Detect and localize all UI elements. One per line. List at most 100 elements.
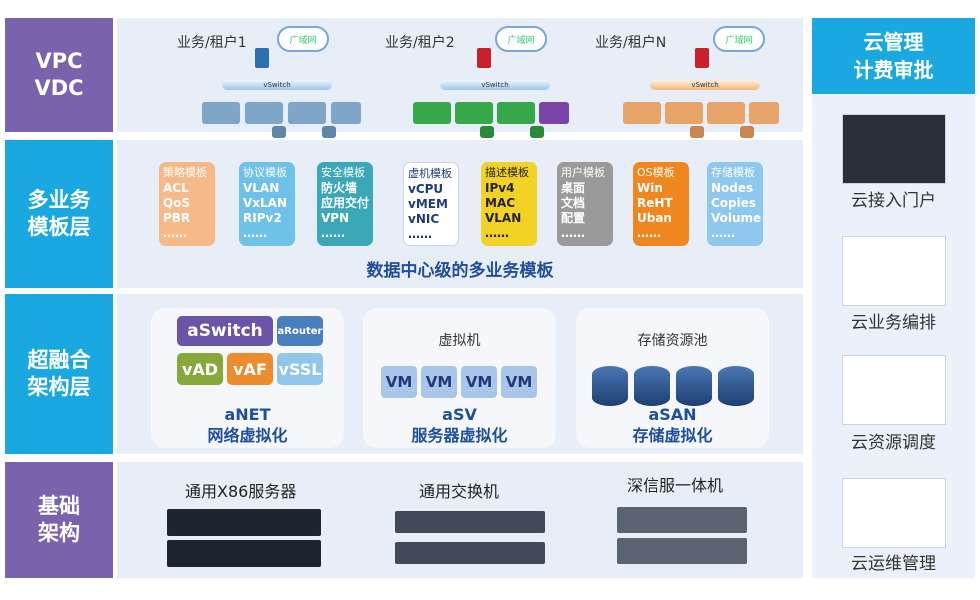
template-title: 描述模板	[485, 166, 529, 179]
vm-icon	[413, 102, 451, 124]
asan-title: 存储资源池	[637, 333, 708, 349]
vssl-button[interactable]: vSSL	[277, 353, 323, 385]
anet-name: aNET	[224, 405, 271, 424]
switch-label: 通用交换机	[419, 482, 500, 501]
tenant-title: 业务/租户1	[177, 35, 247, 51]
panel-item-orchestration[interactable]: 云业务编排	[851, 313, 936, 333]
template-item: MAC	[485, 196, 516, 210]
template-item: ReHT	[637, 196, 673, 210]
router-icon	[477, 48, 491, 68]
template-item: 防火墙	[321, 181, 358, 195]
tenant-title: 业务/租户N	[595, 35, 667, 51]
template-title: OS模板	[637, 166, 675, 179]
portal-thumbnail[interactable]	[842, 114, 946, 184]
template-item: 桌面	[561, 181, 586, 195]
scheduling-thumbnail[interactable]	[842, 355, 946, 425]
template-caption: 数据中心级的多业务模板	[366, 261, 554, 281]
template-item: ACL	[163, 181, 189, 195]
asv-desc: 服务器虚拟化	[411, 426, 508, 445]
tenant-2: 业务/租户2 广域网 vSwitch	[385, 18, 575, 148]
panel-item-ops[interactable]: 云运维管理	[851, 554, 936, 574]
template-item: vMEM	[408, 197, 448, 211]
template-item: ……	[711, 226, 735, 240]
template-title: 安全模板	[321, 166, 365, 179]
anet-desc: 网络虚拟化	[207, 426, 288, 445]
template-item: Copies	[711, 196, 757, 210]
vm-box: VM	[501, 366, 537, 398]
database-icon	[592, 366, 628, 406]
disk-icon	[740, 126, 754, 138]
base-row: 通用X86服务器 通用交换机 深信服一体机	[117, 462, 803, 578]
vswitch-bar: vSwitch	[222, 80, 332, 90]
layer-label-base: 基础 架构	[5, 462, 113, 578]
vm-box: VM	[381, 366, 417, 398]
template-title: 用户模板	[561, 166, 605, 179]
aswitch-button[interactable]: aSwitch	[177, 316, 273, 346]
template-item: PBR	[163, 211, 191, 225]
asv-title: 虚拟机	[438, 333, 481, 349]
cloud-icon: 广域网	[495, 26, 547, 52]
vm-icon	[245, 102, 283, 124]
template-title: 存储模板	[711, 166, 755, 179]
database-icon	[634, 366, 670, 406]
vm-box: VM	[461, 366, 497, 398]
tenant-title: 业务/租户2	[385, 35, 455, 51]
template-item: 配置	[561, 211, 586, 225]
template-item: ……	[321, 226, 345, 240]
asan-desc: 存储虚拟化	[632, 426, 713, 445]
appliance-image	[617, 507, 747, 533]
hci-row: aSwitch aRouter vAD vAF vSSL aNET 网络虚拟化 …	[117, 294, 803, 454]
asan-name: aSAN	[648, 405, 697, 424]
template-item: IPv4	[485, 181, 515, 195]
template-item: vCPU	[408, 182, 444, 196]
template-item: RIPv2	[243, 211, 282, 225]
appliance-image	[617, 538, 747, 564]
tenant-1: 业务/租户1 广域网 vSwitch	[177, 18, 367, 148]
ops-thumbnail[interactable]	[842, 478, 946, 548]
vad-button[interactable]: vAD	[177, 353, 223, 385]
arouter-button[interactable]: aRouter	[277, 316, 323, 346]
router-icon	[255, 48, 269, 68]
database-icon	[718, 366, 754, 406]
vm-icon	[623, 102, 661, 124]
cloud-icon: 广域网	[713, 26, 765, 52]
vswitch-bar: vSwitch	[440, 80, 550, 90]
panel-item-scheduling[interactable]: 云资源调度	[851, 433, 936, 453]
template-title: 策略模板	[163, 166, 207, 179]
template-item: Win	[637, 181, 663, 195]
template-item: Nodes	[711, 181, 754, 195]
panel-item-portal[interactable]: 云接入门户	[851, 191, 936, 211]
template-item: ……	[637, 226, 661, 240]
vpc-row: 业务/租户1 广域网 vSwitch 业务/租户2 广域网 vSwitch 业务…	[117, 18, 803, 138]
template-title: 协议模板	[243, 166, 287, 179]
disk-icon	[322, 126, 336, 138]
x86-server-image	[167, 509, 321, 536]
layer-label-hci: 超融合 架构层	[5, 294, 113, 454]
vm-icon	[707, 102, 745, 124]
layer-label-vpc: VPC VDC	[5, 18, 113, 132]
x86-server-label: 通用X86服务器	[185, 482, 297, 501]
asan-card: 存储资源池 aSAN 存储虚拟化	[576, 308, 769, 448]
template-item: Uban	[637, 211, 672, 225]
disk-icon	[530, 126, 544, 138]
router-icon	[695, 48, 709, 68]
template-item: vNIC	[408, 212, 440, 226]
vm-icon	[202, 102, 240, 124]
asv-name: aSV	[442, 405, 477, 424]
vaf-button[interactable]: vAF	[227, 353, 273, 385]
appliance-label: 深信服一体机	[627, 476, 724, 495]
vm-box: VM	[421, 366, 457, 398]
asv-card: 虚拟机 VM VM VM VM aSV 服务器虚拟化	[363, 308, 556, 448]
orchestration-thumbnail[interactable]	[842, 236, 946, 306]
template-item: VPN	[321, 211, 350, 225]
vm-icon	[665, 102, 703, 124]
panel-title: 云管理 计费审批	[812, 18, 975, 94]
